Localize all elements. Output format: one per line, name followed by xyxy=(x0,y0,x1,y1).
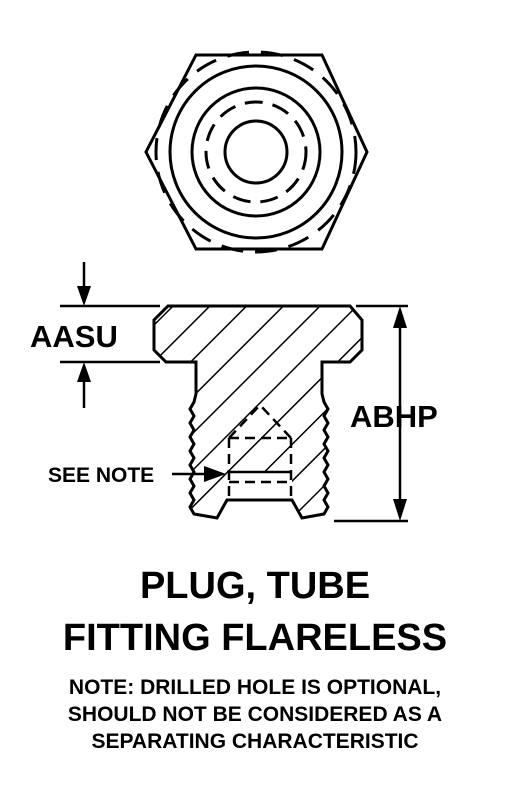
hex-outline xyxy=(144,53,369,251)
title-line-2: FITTING FLARELESS xyxy=(62,617,448,659)
drilled-hole xyxy=(227,404,293,500)
note-line-3: SEPARATING CHARACTERISTIC xyxy=(91,730,419,753)
dimension-abhp xyxy=(334,304,408,523)
plug-outline xyxy=(152,304,364,520)
note-line-2: SHOULD NOT BE CONSIDERED AS A xyxy=(67,703,443,726)
label-see-note: SEE NOTE xyxy=(48,464,154,487)
label-abhp: ABHP xyxy=(350,399,438,434)
note-line-1: NOTE: DRILLED HOLE IS OPTIONAL, xyxy=(68,676,442,699)
see-note-leader xyxy=(172,466,226,482)
outer-circle xyxy=(168,64,344,240)
bore-circle xyxy=(223,119,289,185)
outer-dashed-circle xyxy=(154,50,358,254)
dimension-aasu xyxy=(60,262,160,408)
title-line-1: PLUG, TUBE xyxy=(139,565,371,607)
middle-circle xyxy=(190,86,322,218)
inner-dashed-circle xyxy=(204,100,308,204)
label-aasu: AASU xyxy=(30,319,118,354)
side-view xyxy=(152,304,364,520)
top-view xyxy=(144,50,369,254)
